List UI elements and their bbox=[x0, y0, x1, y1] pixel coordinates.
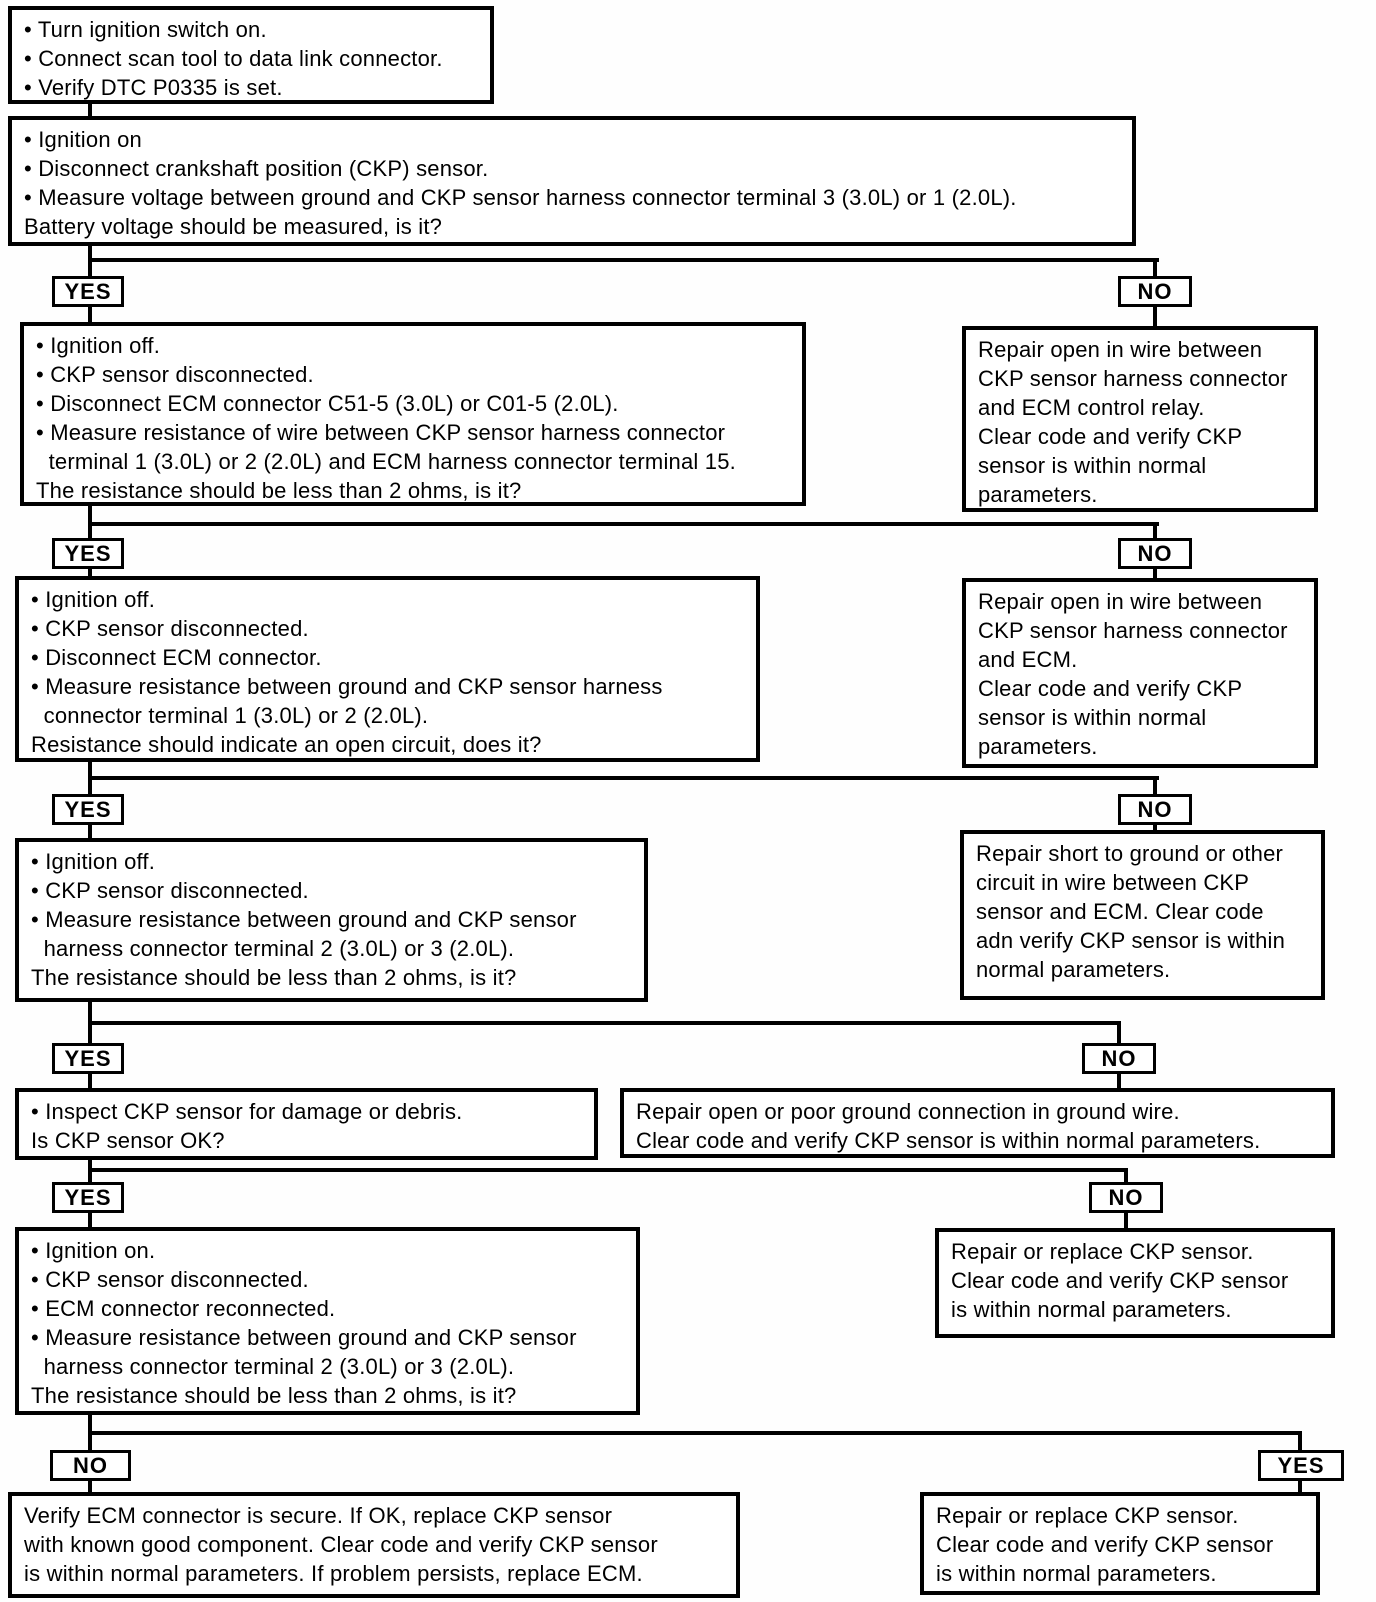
connector-line bbox=[1298, 1431, 1302, 1450]
flow-box-inspect-ckp-sensor: • Inspect CKP sensor for damage or debri… bbox=[15, 1088, 598, 1160]
connector-line bbox=[1124, 1168, 1128, 1182]
connector-line bbox=[88, 104, 92, 116]
connector-line bbox=[88, 1021, 1119, 1025]
flow-box-repair-ground-connection: Repair open or poor ground connection in… bbox=[620, 1088, 1335, 1158]
flow-box-repair-replace-ckp-sensor: Repair or replace CKP sensor. Clear code… bbox=[935, 1228, 1335, 1338]
flow-box-check-battery-voltage: • Ignition on • Disconnect crankshaft po… bbox=[8, 116, 1136, 246]
connector-line bbox=[1153, 825, 1157, 830]
connector-line bbox=[88, 1213, 92, 1227]
flow-box-repair-open-ecm: Repair open in wire between CKP sensor h… bbox=[962, 578, 1318, 768]
flow-box-check-ground-resistance: • Ignition off. • CKP sensor disconnecte… bbox=[15, 838, 648, 1002]
flow-box-check-wire-resistance-ecm-terminal-15: • Ignition off. • CKP sensor disconnecte… bbox=[20, 322, 806, 506]
connector-line bbox=[1153, 569, 1157, 578]
decision-6-yes-label: YES bbox=[1258, 1450, 1344, 1481]
decision-6-no-label: NO bbox=[50, 1450, 131, 1481]
connector-line bbox=[88, 825, 92, 838]
connector-line bbox=[88, 1431, 1302, 1435]
connector-line bbox=[1153, 522, 1157, 538]
decision-4-no-label: NO bbox=[1082, 1043, 1156, 1074]
decision-2-yes-label: YES bbox=[52, 538, 124, 569]
decision-5-yes-label: YES bbox=[52, 1182, 124, 1213]
connector-line bbox=[88, 1168, 1128, 1172]
connector-line bbox=[1117, 1021, 1121, 1043]
connector-line bbox=[1124, 1213, 1128, 1228]
connector-line bbox=[88, 1074, 92, 1088]
connector-line bbox=[1153, 776, 1157, 794]
connector-line bbox=[88, 569, 92, 576]
connector-line bbox=[88, 258, 1159, 262]
flow-box-check-open-circuit: • Ignition off. • CKP sensor disconnecte… bbox=[15, 576, 760, 762]
decision-3-no-label: NO bbox=[1118, 794, 1192, 825]
connector-line bbox=[1298, 1481, 1302, 1492]
connector-line bbox=[1153, 307, 1157, 326]
flow-box-repair-open-ecm-control-relay: Repair open in wire between CKP sensor h… bbox=[962, 326, 1318, 512]
connector-line bbox=[88, 307, 92, 322]
flow-box-start: • Turn ignition switch on. • Connect sca… bbox=[8, 6, 494, 104]
connector-line bbox=[88, 776, 1159, 780]
decision-1-no-label: NO bbox=[1118, 276, 1192, 307]
flow-box-recheck-resistance-ecm-reconnected: • Ignition on. • CKP sensor disconnected… bbox=[15, 1227, 640, 1415]
connector-line bbox=[1153, 258, 1157, 276]
flow-box-repair-short-to-ground: Repair short to ground or other circuit … bbox=[960, 830, 1325, 1000]
connector-line bbox=[88, 522, 1159, 526]
decision-1-yes-label: YES bbox=[52, 276, 124, 307]
decision-5-no-label: NO bbox=[1089, 1182, 1163, 1213]
connector-line bbox=[88, 1481, 92, 1492]
flow-box-verify-ecm-connector-replace: Verify ECM connector is secure. If OK, r… bbox=[8, 1492, 740, 1598]
decision-3-yes-label: YES bbox=[52, 794, 124, 825]
decision-2-no-label: NO bbox=[1118, 538, 1192, 569]
flow-box-final-repair-replace-ckp-sensor: Repair or replace CKP sensor. Clear code… bbox=[920, 1492, 1320, 1595]
decision-4-yes-label: YES bbox=[52, 1043, 124, 1074]
connector-line bbox=[1117, 1074, 1121, 1088]
